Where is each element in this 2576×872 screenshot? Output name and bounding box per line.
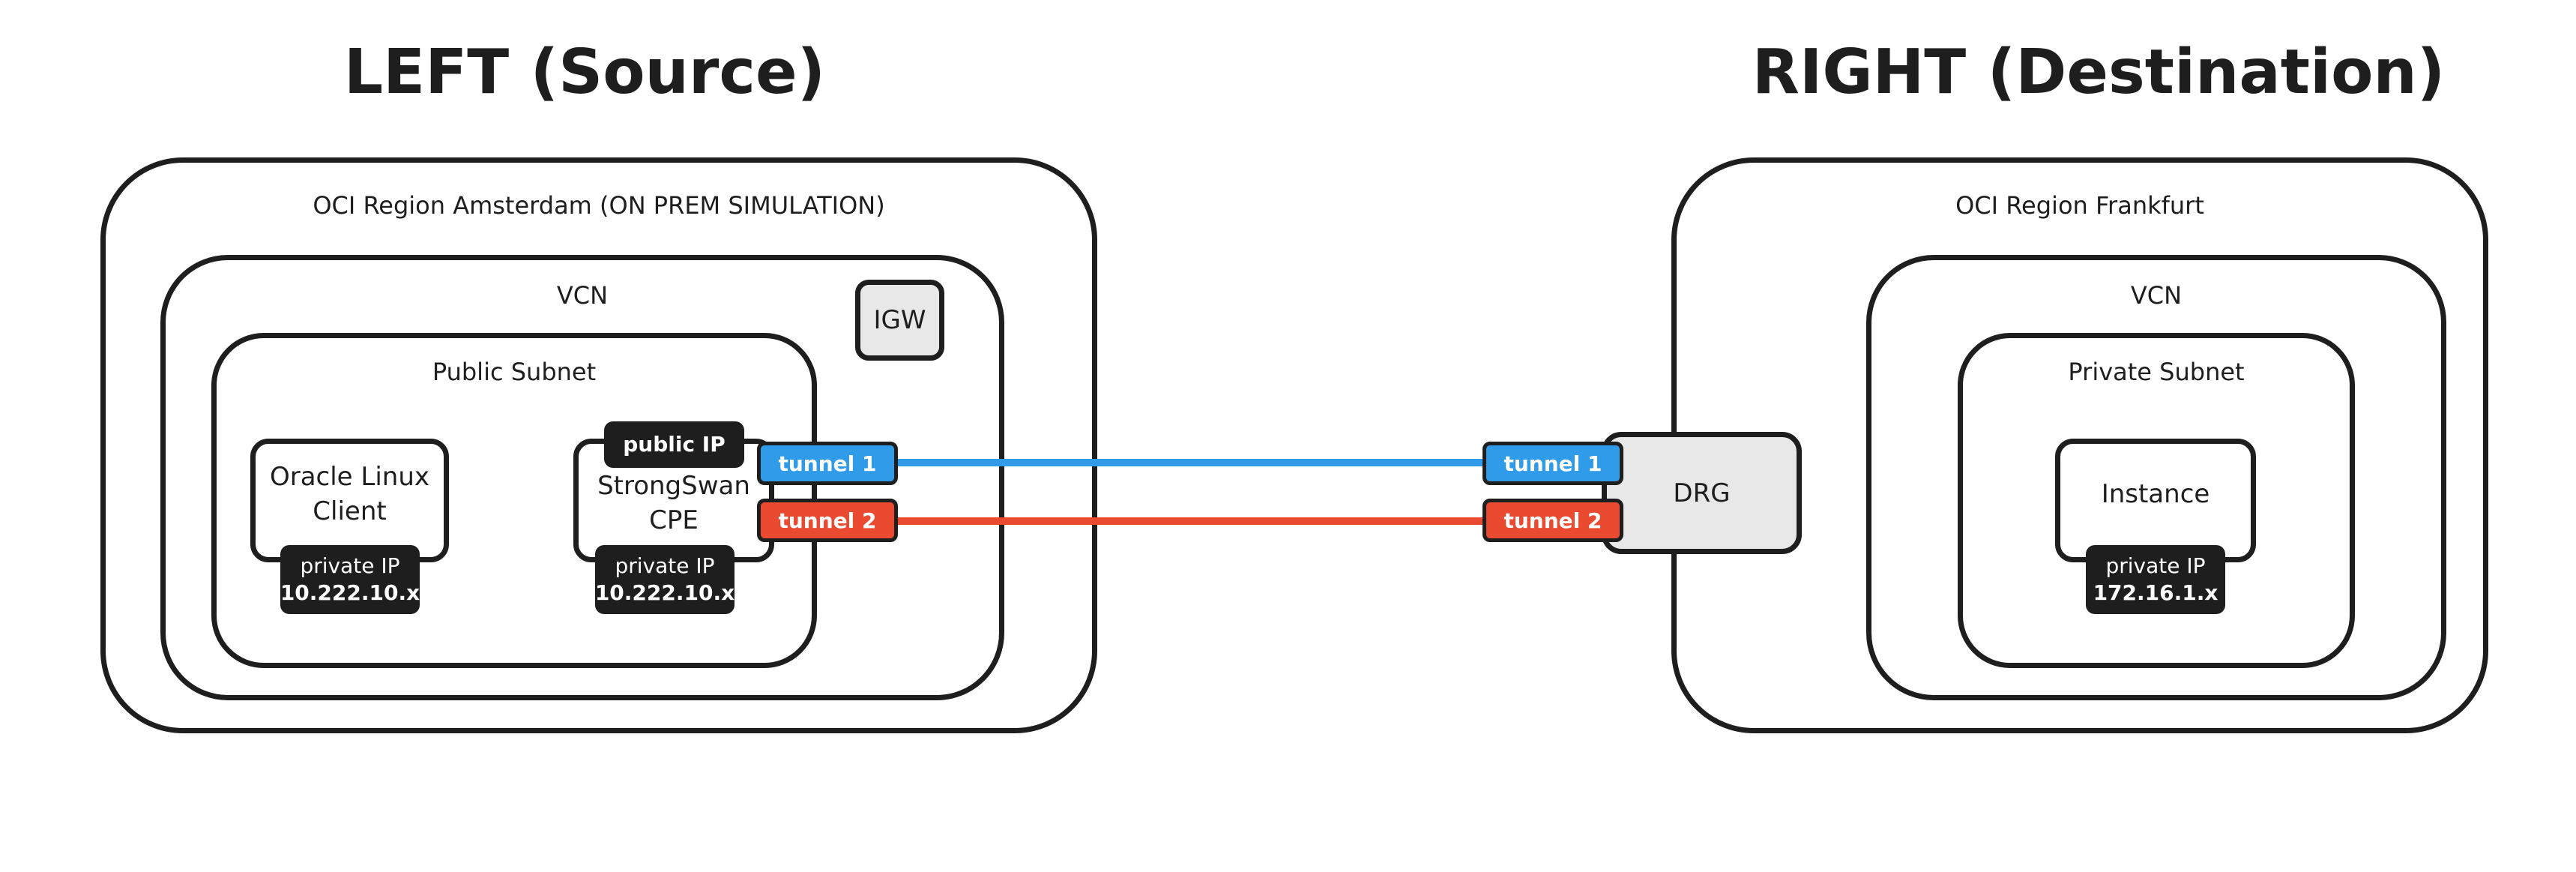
left-heading: LEFT (Source) <box>343 37 826 108</box>
instance-private-ip-value: 172.16.1.x <box>2093 580 2218 605</box>
cpe-private-ip-label: private IP <box>615 553 715 578</box>
instance-private-ip-badge: private IP 172.16.1.x <box>2086 545 2225 614</box>
cpe-public-ip-label: public IP <box>623 432 726 457</box>
left-tunnel-2-badge: tunnel 2 <box>757 499 898 542</box>
client-private-ip-label: private IP <box>300 553 400 578</box>
right-subnet-label: Private Subnet <box>2068 358 2245 386</box>
cpe-private-ip-value: 10.222.10.x <box>594 580 735 605</box>
right-vcn-label: VCN <box>2130 281 2183 310</box>
tunnel-2-line <box>896 517 1488 525</box>
left-subnet-label: Public Subnet <box>432 358 597 386</box>
cpe-public-ip-badge: public IP <box>604 421 744 468</box>
right-tunnel-2-badge: tunnel 2 <box>1482 499 1623 542</box>
tunnel-1-line <box>896 459 1488 466</box>
left-vcn-label: VCN <box>556 281 609 310</box>
right-tunnel-1-badge: tunnel 1 <box>1482 442 1623 485</box>
client-private-ip-value: 10.222.10.x <box>280 580 420 605</box>
right-region-label: OCI Region Frankfurt <box>1955 191 2204 220</box>
instance-private-ip-label: private IP <box>2105 553 2206 578</box>
drg-node: DRG <box>1602 432 1802 554</box>
instance-node: Instance <box>2055 439 2256 562</box>
oracle-linux-client-node: Oracle Linux Client <box>250 439 449 562</box>
right-heading: RIGHT (Destination) <box>1752 37 2446 108</box>
cpe-private-ip-badge: private IP 10.222.10.x <box>595 545 735 614</box>
left-region-label: OCI Region Amsterdam (ON PREM SIMULATION… <box>313 191 885 220</box>
client-private-ip-badge: private IP 10.222.10.x <box>280 545 420 614</box>
igw-node: IGW <box>855 280 944 361</box>
left-tunnel-1-badge: tunnel 1 <box>757 442 898 485</box>
